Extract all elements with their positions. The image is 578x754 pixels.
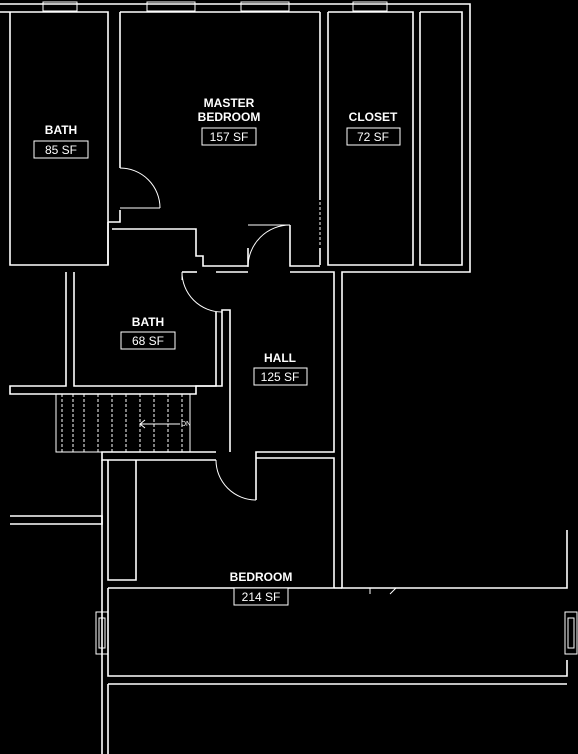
room-hall: HALL 125 SF xyxy=(253,351,308,386)
exterior-walls xyxy=(0,1,568,589)
room-name: CLOSET xyxy=(349,110,398,124)
room-area: 68 SF xyxy=(132,334,164,348)
stairs-direction-label: DN xyxy=(181,421,191,428)
room-name-line2: BEDROOM xyxy=(198,110,261,124)
room-area: 157 SF xyxy=(210,130,249,144)
room-closet: CLOSET 72 SF xyxy=(346,110,401,146)
room-area: 85 SF xyxy=(45,143,77,157)
room-name: BATH xyxy=(132,315,164,329)
room-area: 72 SF xyxy=(357,130,389,144)
room-name: BEDROOM xyxy=(230,570,293,584)
stairs: DN xyxy=(55,393,191,453)
lower-walls xyxy=(10,460,578,754)
room-bath-upper: BATH 85 SF xyxy=(33,123,89,159)
room-area: 214 SF xyxy=(242,590,281,604)
interior-walls xyxy=(9,210,342,589)
room-bath-lower: BATH 68 SF xyxy=(120,315,176,350)
room-name: BATH xyxy=(45,123,77,137)
room-name-line1: MASTER xyxy=(204,96,255,110)
room-bedroom: BEDROOM 214 SF xyxy=(230,570,293,606)
room-area: 125 SF xyxy=(261,370,300,384)
room-name: HALL xyxy=(264,351,296,365)
room-master-bedroom: MASTER BEDROOM 157 SF xyxy=(198,96,261,146)
doors xyxy=(119,167,291,501)
